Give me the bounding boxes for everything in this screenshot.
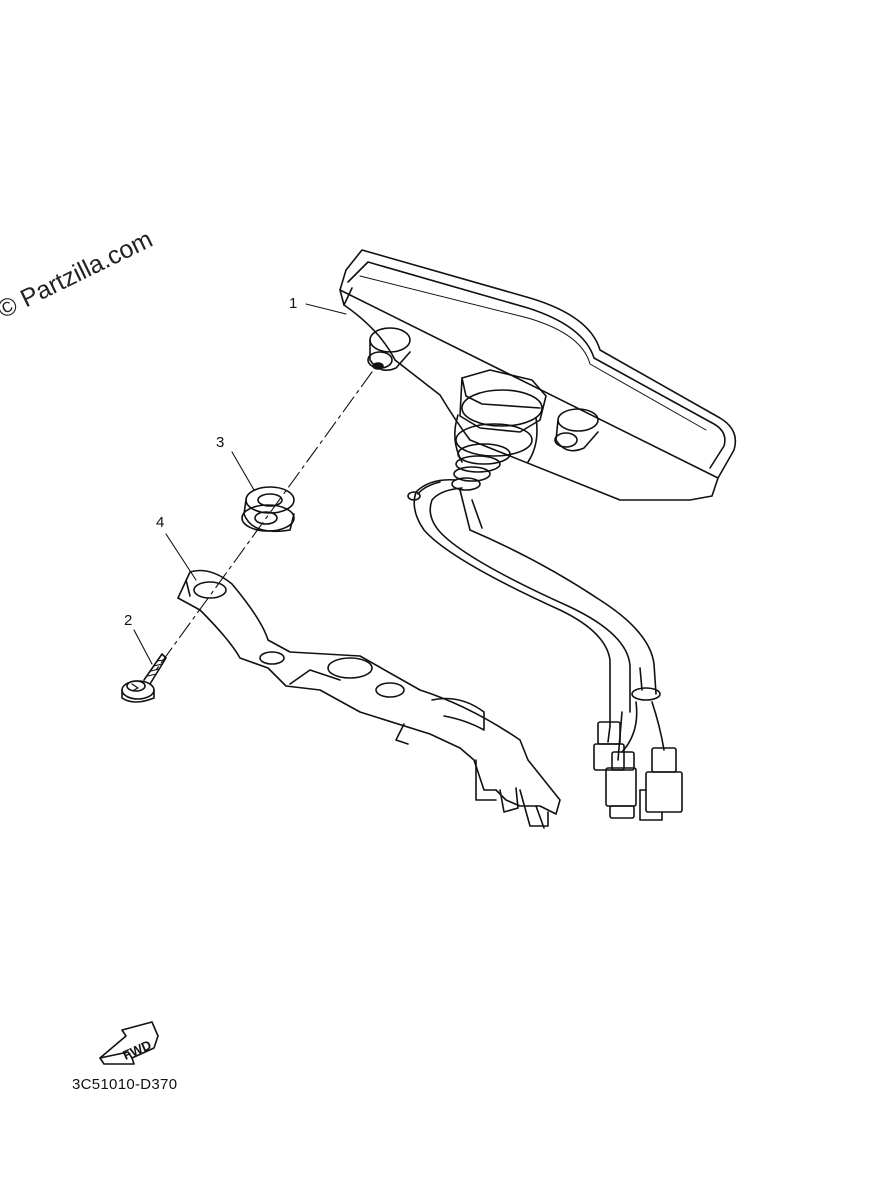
callout-2[interactable]: 2 <box>124 612 133 629</box>
grommet-part-3[interactable] <box>241 486 295 533</box>
fwd-arrow-icon <box>99 1021 159 1065</box>
callout-4[interactable]: 4 <box>156 514 165 531</box>
diagram-code: 3C51010-D370 <box>72 1076 178 1093</box>
callout-3[interactable]: 3 <box>216 434 225 451</box>
meter-assembly-part-1[interactable] <box>339 249 737 821</box>
bracket-part-4[interactable] <box>177 569 561 829</box>
callout-1[interactable]: 1 <box>289 295 298 312</box>
screw-part-2[interactable] <box>121 653 167 703</box>
